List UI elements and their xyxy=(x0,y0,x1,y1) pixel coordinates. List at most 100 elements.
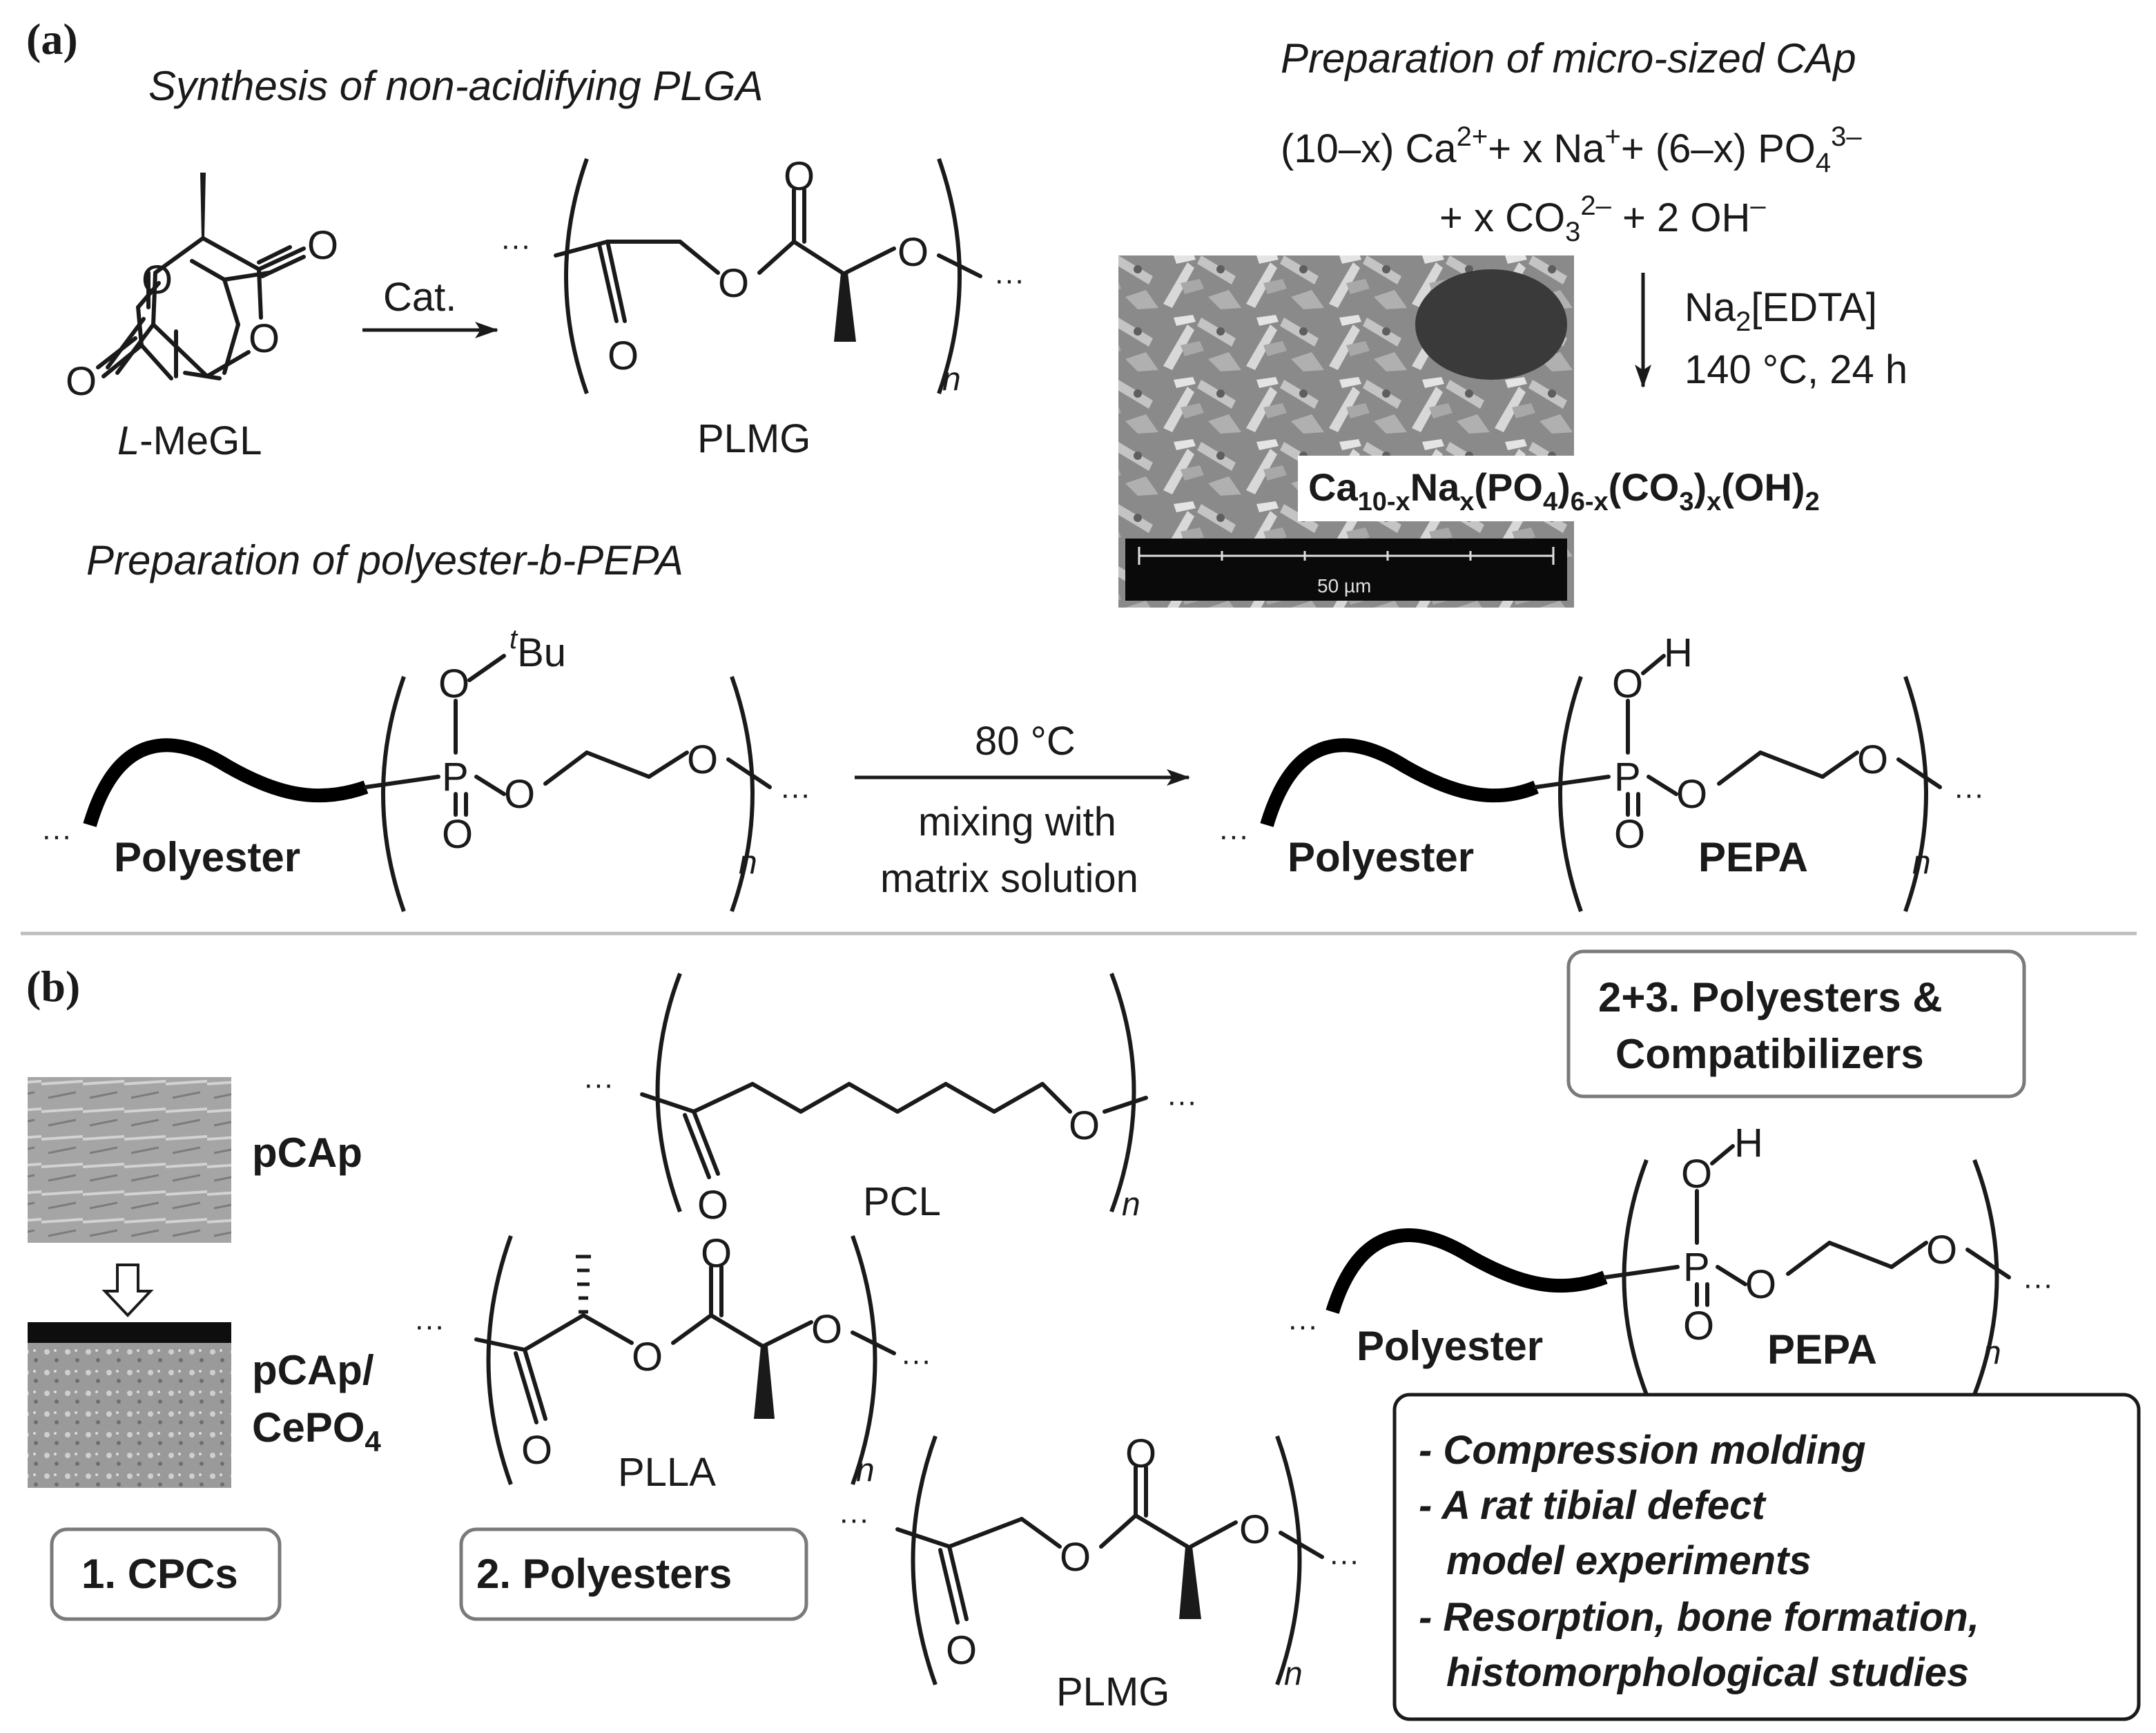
study-item: - Compression molding xyxy=(1419,1428,1866,1473)
atom-o: O xyxy=(1614,812,1645,857)
atom-o: O xyxy=(701,1231,732,1276)
compatibilizers-box xyxy=(1566,949,2026,1098)
chain-dots: ··· xyxy=(1954,777,1984,811)
sem-image-edge xyxy=(28,1322,231,1343)
cap-heading: Preparation of micro-sized CAp xyxy=(1281,35,1856,81)
cap-equation-line2: + x CO32– + 2 OH– xyxy=(1439,191,1766,247)
atom-o: O xyxy=(1926,1228,1957,1272)
atom-o: O xyxy=(897,230,929,275)
atom-o: O xyxy=(1745,1262,1776,1307)
atom-o: O xyxy=(438,661,469,706)
scale-bar-label: 50 µm xyxy=(1317,575,1371,597)
atom-o: O xyxy=(1681,1152,1712,1197)
polyesters-box xyxy=(459,1527,808,1621)
atom-o: O xyxy=(687,737,718,782)
chain-dots: ··· xyxy=(1218,819,1249,853)
chain-dots: ··· xyxy=(501,229,531,262)
chain-dots: ··· xyxy=(839,1502,869,1536)
plmg-structure-b: ··· O O O O ··· n xyxy=(839,1431,1359,1692)
chain-dots: ··· xyxy=(414,1309,445,1343)
repeat-n: n xyxy=(942,361,961,398)
atom-h: H xyxy=(1734,1121,1763,1165)
atom-o: O xyxy=(632,1335,663,1379)
cap-conditions: 140 °C, 24 h xyxy=(1684,347,1907,392)
cap-equation-line1: (10–x) Ca2++ x Na++ (6–x) PO43– xyxy=(1281,122,1862,178)
plla-structure: ··· O O O O ··· n xyxy=(414,1231,931,1489)
atom-o: O xyxy=(504,772,535,817)
atom-h: H xyxy=(1664,630,1693,675)
atom-o: O xyxy=(1069,1103,1100,1148)
atom-p: P xyxy=(1614,755,1641,800)
polyester-b-pepa-b: ··· Polyester O H P O O O ··· PEPA n xyxy=(1288,1121,2053,1396)
l-megl-label: L-MeGL xyxy=(117,418,262,463)
repeat-n: n xyxy=(1284,1656,1303,1692)
product-block-label: Polyester xyxy=(1288,834,1474,880)
hollow-down-arrow xyxy=(101,1264,154,1317)
cap-sem-image: 50 µm xyxy=(1118,255,1574,608)
chain-dots: ··· xyxy=(994,263,1024,297)
pcl-structure: ··· O O ··· n xyxy=(583,972,1197,1228)
l-megl-structure: O O O O xyxy=(66,173,338,404)
studies-box xyxy=(1392,1393,2141,1721)
pepa-label-b: PEPA xyxy=(1767,1326,1877,1373)
polyester-label-b: Polyester xyxy=(1357,1323,1543,1369)
atom-o: O xyxy=(249,316,280,361)
repeat-n: n xyxy=(1912,844,1931,881)
panel-b-label: (b) xyxy=(26,962,80,1011)
study-item: model experiments xyxy=(1446,1538,1812,1583)
atom-o: O xyxy=(1683,1304,1714,1348)
chain-dots: ··· xyxy=(1329,1544,1359,1578)
cpcs-box-label: 1. CPCs xyxy=(81,1551,238,1597)
atom-o: O xyxy=(811,1307,842,1352)
chain-dots: ··· xyxy=(1288,1309,1318,1343)
compatibilizers-box-label-1: 2+3. Polyesters & xyxy=(1598,974,1943,1020)
repeat-n: n xyxy=(856,1452,875,1489)
arrow-bottom-label-1: mixing with xyxy=(918,800,1116,844)
cap-reagent: Na2[EDTA] xyxy=(1684,285,1877,337)
polyesters-box-label: 2. Polyesters xyxy=(476,1551,732,1597)
catalyst-label: Cat. xyxy=(383,275,456,320)
atom-p: P xyxy=(1683,1245,1710,1290)
plmg-structure-a: ··· O O O O ··· n xyxy=(501,154,1024,398)
plmg-label-a: PLMG xyxy=(697,416,810,461)
study-item: - A rat tibial defect xyxy=(1419,1483,1767,1528)
pcap-cepo4-label-1: pCAp/ xyxy=(252,1347,374,1393)
atom-o: O xyxy=(1676,772,1707,817)
repeat-n: n xyxy=(739,844,757,881)
polyester-b-pepa-reactant: ··· Polyester O tBu P O O O ··· n xyxy=(41,624,810,912)
repeat-n: n xyxy=(1983,1335,2001,1371)
compatibilizers-box-label-2: Compatibilizers xyxy=(1615,1031,1924,1077)
atom-o: O xyxy=(1060,1535,1091,1580)
chain-dots: ··· xyxy=(2023,1268,2053,1301)
atom-o: O xyxy=(521,1428,552,1473)
arrow-top-label: 80 °C xyxy=(975,719,1076,764)
atom-o: O xyxy=(1125,1431,1156,1476)
repeat-n: n xyxy=(1122,1186,1140,1223)
plga-heading: Synthesis of non-acidifying PLGA xyxy=(148,63,763,109)
atom-o: O xyxy=(307,223,338,268)
pcl-label: PCL xyxy=(863,1179,941,1224)
atom-o: O xyxy=(1612,661,1643,706)
tbu-label: tBu xyxy=(509,624,566,675)
study-item: - Resorption, bone formation, xyxy=(1419,1595,1979,1640)
chain-dots: ··· xyxy=(901,1344,931,1377)
chain-dots: ··· xyxy=(583,1067,614,1101)
pepa-heading: Preparation of polyester-b-PEPA xyxy=(86,537,683,583)
atom-o: O xyxy=(66,359,97,404)
atom-o: O xyxy=(946,1628,977,1673)
atom-o: O xyxy=(718,261,749,306)
arrow-bottom-label-2: matrix solution xyxy=(880,856,1138,901)
atom-o: O xyxy=(608,333,639,378)
plmg-label-b: PLMG xyxy=(1056,1669,1169,1714)
pepa-label: PEPA xyxy=(1698,834,1808,880)
chain-dots: ··· xyxy=(780,777,810,811)
plla-label: PLLA xyxy=(618,1450,716,1495)
study-item: histomorphological studies xyxy=(1446,1650,1969,1695)
chain-dots: ··· xyxy=(1167,1085,1197,1119)
pcap-sem-image xyxy=(28,1077,231,1243)
polyester-block-label: Polyester xyxy=(114,834,300,880)
chain-dots: ··· xyxy=(41,819,72,853)
atom-o: O xyxy=(784,154,815,199)
